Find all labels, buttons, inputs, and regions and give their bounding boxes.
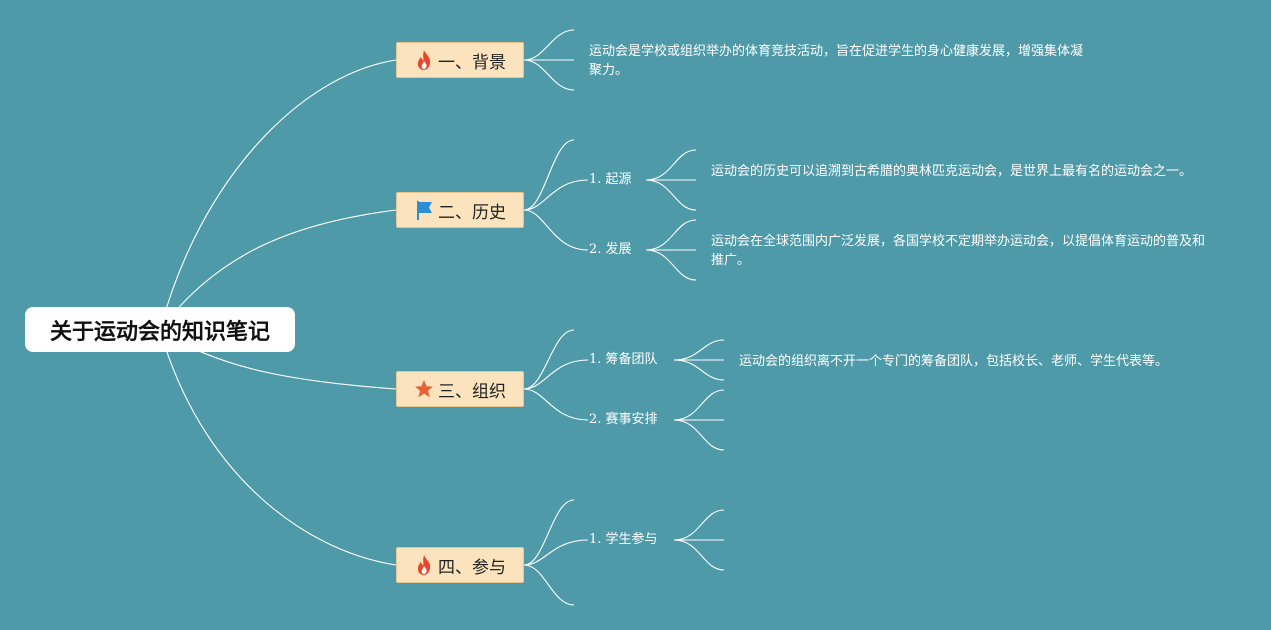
link-team-fan — [673, 339, 725, 361]
link-students-fan — [673, 509, 725, 541]
topic-organization-label: 三、组织 — [438, 381, 506, 402]
background-note[interactable]: 运动会是学校或组织举办的体育竞技活动，旨在促进学生的身心健康发展，增强集体凝聚力… — [589, 44, 1084, 78]
link-develop-fan — [645, 219, 697, 251]
link-root-background — [159, 59, 397, 331]
link-schedule-fan — [673, 389, 725, 421]
topic-history-label: 二、历史 — [438, 202, 506, 223]
topic-participation-label: 四、参与 — [438, 557, 506, 578]
subtopic-prep-team[interactable]: 1. 筹备团队 — [589, 352, 658, 367]
topic-background-label: 一、背景 — [438, 52, 506, 73]
link-organization-fan — [523, 329, 575, 390]
link-organization-fan — [523, 388, 589, 421]
prep-team-note[interactable]: 运动会的组织离不开一个专门的筹备团队，包括校长、老师、学生代表等。 — [739, 354, 1169, 369]
topic-history[interactable]: 二、历史 — [396, 192, 524, 228]
link-participation-fan — [523, 564, 575, 606]
link-history-fan — [523, 209, 589, 251]
link-history-fan — [523, 179, 589, 211]
root-node[interactable]: 关于运动会的知识笔记 — [25, 307, 295, 352]
link-background-fan — [523, 29, 575, 61]
topic-organization[interactable]: 三、组织 — [396, 371, 524, 407]
root-title: 关于运动会的知识笔记 — [49, 319, 270, 345]
link-team-fan — [673, 359, 725, 381]
fire-icon — [417, 555, 431, 575]
origin-note[interactable]: 运动会的历史可以追溯到古希腊的奥林匹克运动会，是世界上最有名的运动会之一。 — [711, 164, 1193, 179]
link-organization-fan — [523, 359, 589, 390]
link-history-fan — [523, 139, 575, 211]
link-background-fan — [523, 59, 575, 91]
link-participation-fan — [523, 499, 575, 566]
subtopic-schedule[interactable]: 2. 赛事安排 — [589, 412, 658, 427]
fire-icon — [417, 50, 431, 70]
link-root-participation — [159, 329, 397, 566]
link-schedule-fan — [673, 419, 725, 451]
link-develop-fan — [645, 249, 697, 281]
subtopic-student-participation[interactable]: 1. 学生参与 — [589, 532, 658, 547]
topic-background[interactable]: 一、背景 — [396, 42, 524, 78]
development-note[interactable]: 运动会在全球范围内广泛发展，各国学校不定期举办运动会，以提倡体育运动的普及和推广… — [711, 234, 1206, 268]
link-origin-fan — [645, 149, 697, 181]
link-students-fan — [673, 539, 725, 571]
subtopic-origin[interactable]: 1. 起源 — [589, 172, 632, 187]
link-participation-fan — [523, 539, 589, 566]
subtopic-development[interactable]: 2. 发展 — [589, 242, 632, 257]
link-origin-fan — [645, 179, 697, 211]
flag-icon — [417, 201, 432, 220]
link-root-history — [159, 209, 397, 331]
topic-participation[interactable]: 四、参与 — [396, 547, 524, 583]
star-icon — [415, 380, 433, 398]
